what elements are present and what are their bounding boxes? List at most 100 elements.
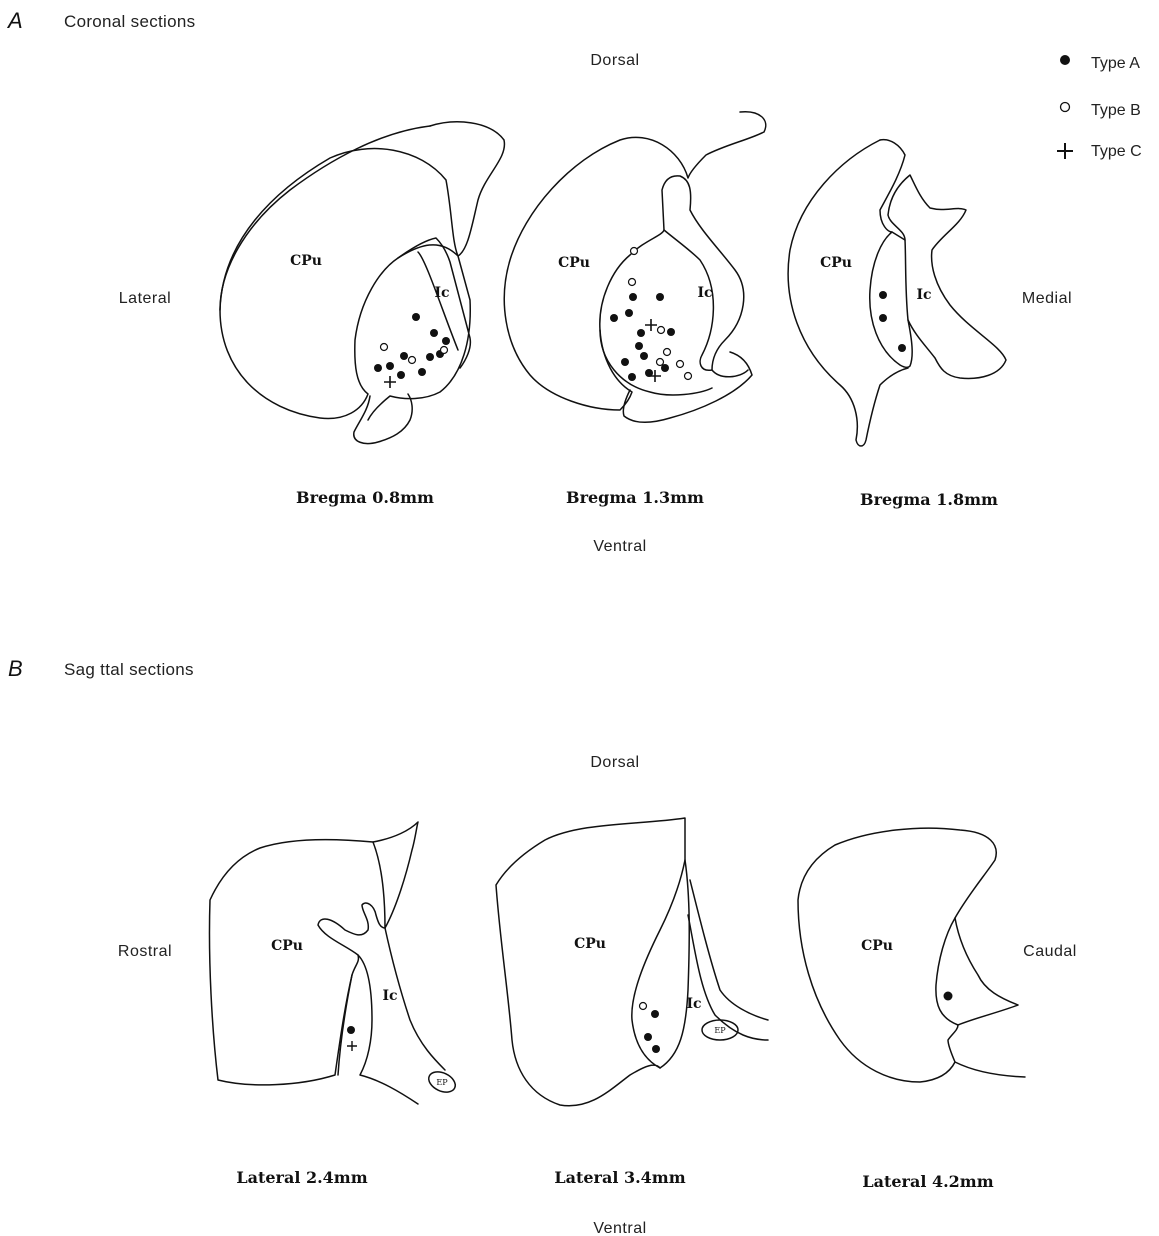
sagittal-2-ic-label: Ic bbox=[686, 996, 701, 1012]
panel-b-rostral-label: Rostral bbox=[118, 943, 172, 960]
ic-right-outline bbox=[688, 880, 768, 1040]
type-a-marker bbox=[621, 358, 629, 366]
type-a-marker bbox=[635, 342, 643, 350]
panel-a: A Coronal sections Dorsal Ventral Latera… bbox=[6, 8, 1072, 555]
type-a-marker bbox=[400, 352, 408, 360]
sagittal-1-ep-label: EP bbox=[436, 1078, 448, 1087]
legend-type-c-label: Type C bbox=[1091, 143, 1142, 160]
cpu-outer-shell bbox=[220, 126, 430, 310]
type-a-marker bbox=[667, 328, 675, 336]
type-a-marker bbox=[426, 353, 434, 361]
type-a-marker bbox=[628, 373, 636, 381]
type-b-marker bbox=[685, 373, 692, 380]
type-a-marker bbox=[652, 1045, 660, 1053]
type-b-marker bbox=[629, 279, 636, 286]
sagittal-1-caption: Lateral 2.4mm bbox=[236, 1168, 367, 1187]
sagittal-2-ep-label: EP bbox=[714, 1026, 726, 1035]
legend-type-a-label: Type A bbox=[1091, 55, 1140, 72]
type-a-marker bbox=[430, 329, 438, 337]
panel-a-lateral-label: Lateral bbox=[119, 290, 171, 307]
coronal-section-bregma-1-8 bbox=[788, 140, 1006, 446]
sagittal-section-lateral-4-2 bbox=[798, 828, 1025, 1082]
panel-a-medial-label: Medial bbox=[1022, 290, 1072, 307]
ic-outline bbox=[398, 238, 470, 368]
type-b-marker bbox=[658, 327, 665, 334]
type-c-legend-symbol bbox=[1057, 143, 1073, 159]
type-a-marker bbox=[625, 309, 633, 317]
type-b-marker bbox=[664, 349, 671, 356]
ic-outline bbox=[373, 822, 418, 928]
type-b-marker bbox=[677, 361, 684, 368]
type-b-legend-symbol bbox=[1061, 103, 1070, 112]
section-3-caption: Bregma 1.8mm bbox=[860, 490, 998, 509]
type-b-marker bbox=[657, 359, 664, 366]
type-a-marker bbox=[898, 344, 906, 352]
ic-lower-outline bbox=[358, 928, 445, 1104]
lower-outline bbox=[955, 1062, 1025, 1077]
type-a-marker bbox=[644, 1033, 652, 1041]
type-a-marker bbox=[442, 337, 450, 345]
type-a-marker bbox=[412, 313, 420, 321]
sagittal-section-3-markers bbox=[944, 992, 953, 1001]
section-2-caption: Bregma 1.3mm bbox=[566, 488, 704, 507]
type-b-marker bbox=[640, 1003, 647, 1010]
sagittal-section-1-markers bbox=[347, 1026, 357, 1051]
panel-b-ventral-label: Ventral bbox=[593, 1220, 646, 1236]
cpu-top-outline bbox=[880, 140, 905, 232]
sagittal-3-cpu-label: CPu bbox=[861, 938, 893, 954]
type-b-marker bbox=[409, 357, 416, 364]
panel-a-title: Coronal sections bbox=[64, 12, 195, 31]
section-1-caption: Bregma 0.8mm bbox=[296, 488, 434, 507]
cpu-outline bbox=[504, 112, 765, 410]
panel-b-caudal-label: Caudal bbox=[1023, 943, 1077, 960]
lower-lobe-outline bbox=[623, 352, 752, 422]
type-b-marker bbox=[441, 347, 448, 354]
type-a-marker bbox=[944, 992, 953, 1001]
cpu-outline bbox=[496, 818, 685, 1106]
type-a-marker bbox=[374, 364, 382, 372]
cpu-outline bbox=[788, 140, 908, 446]
type-a-marker bbox=[651, 1010, 659, 1018]
section-2-cpu-label: CPu bbox=[558, 255, 590, 271]
coronal-section-3-markers bbox=[879, 291, 906, 352]
coronal-section-2-markers bbox=[610, 248, 692, 383]
type-c-marker bbox=[347, 1041, 357, 1051]
section-2-ic-label: Ic bbox=[697, 285, 712, 301]
type-a-marker bbox=[637, 329, 645, 337]
type-a-marker bbox=[629, 293, 637, 301]
type-a-marker bbox=[610, 314, 618, 322]
legend-type-b-label: Type B bbox=[1091, 102, 1141, 119]
type-c-marker bbox=[384, 376, 396, 388]
sagittal-2-cpu-label: CPu bbox=[574, 936, 606, 952]
panel-a-dorsal-label: Dorsal bbox=[590, 52, 639, 69]
panel-b-dorsal-label: Dorsal bbox=[590, 754, 639, 771]
sagittal-1-cpu-label: CPu bbox=[271, 938, 303, 954]
sagittal-1-ic-label: Ic bbox=[382, 988, 397, 1004]
section-1-cpu-label: CPu bbox=[290, 253, 322, 269]
sagittal-2-caption: Lateral 3.4mm bbox=[554, 1168, 685, 1187]
ic-outline bbox=[660, 860, 689, 1068]
sagittal-3-caption: Lateral 4.2mm bbox=[862, 1172, 993, 1191]
type-b-marker bbox=[381, 344, 388, 351]
type-a-marker bbox=[347, 1026, 355, 1034]
panel-b: B Sag ttal sections Dorsal Ventral Rostr… bbox=[8, 656, 1077, 1236]
panel-b-title: Sag ttal sections bbox=[64, 660, 194, 679]
sagittal-section-2-markers bbox=[640, 1003, 661, 1054]
coronal-section-1-markers bbox=[374, 313, 450, 388]
type-a-marker bbox=[386, 362, 394, 370]
cpu-outline bbox=[798, 828, 1018, 1082]
legend: Type A Type B Type C bbox=[1057, 55, 1142, 160]
panel-a-ventral-label: Ventral bbox=[593, 538, 646, 555]
type-a-marker bbox=[879, 291, 887, 299]
type-b-marker bbox=[631, 248, 638, 255]
type-c-marker bbox=[645, 319, 657, 331]
ic-inner-outline bbox=[338, 975, 352, 1075]
section-3-cpu-label: CPu bbox=[820, 255, 852, 271]
section-3-ic-label: Ic bbox=[916, 287, 931, 303]
inner-outline bbox=[936, 918, 958, 1025]
sagittal-section-lateral-3-4 bbox=[496, 818, 768, 1106]
type-a-marker bbox=[640, 352, 648, 360]
sagittal-section-lateral-2-4 bbox=[209, 822, 458, 1104]
type-a-legend-symbol bbox=[1060, 55, 1070, 65]
